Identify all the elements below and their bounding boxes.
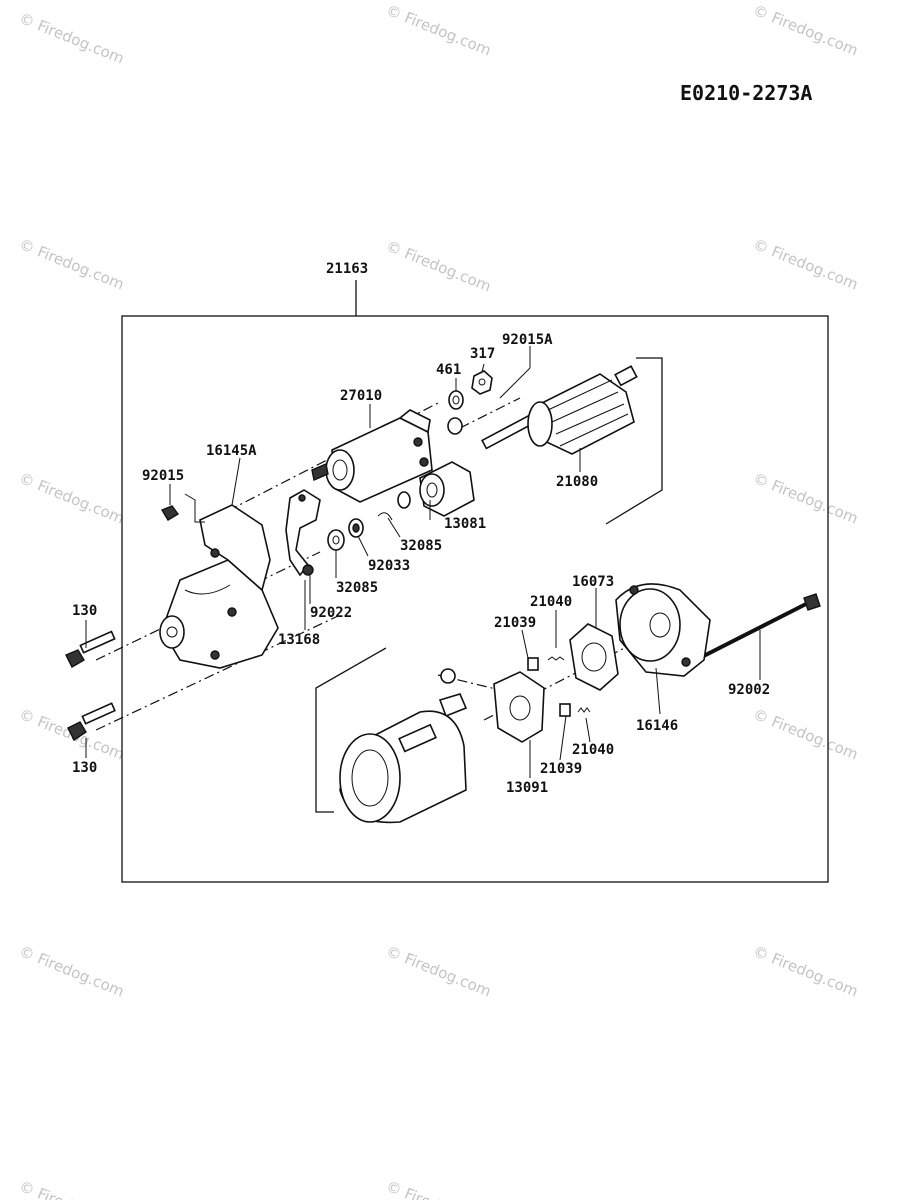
watermark-text: © Firedog.com [384, 1177, 494, 1200]
part-label: 13168 [278, 632, 320, 648]
part-label: 92002 [728, 682, 770, 698]
nut-92015 [160, 505, 180, 521]
washer-hole [452, 395, 460, 405]
bolt-axis-lower [95, 615, 339, 731]
watermark-text: © Firedog.com [751, 1, 861, 59]
part-label: 13081 [444, 516, 486, 532]
nut-axis [459, 397, 521, 429]
yoke-bracket [315, 647, 387, 813]
watermark-text: © Firedog.com [384, 1, 494, 59]
drawing-code: E0210-2273A [680, 81, 812, 105]
nut-317 [471, 370, 493, 395]
leader-lines [85, 346, 761, 778]
armature-bracket [605, 357, 663, 525]
watermark-text: © Firedog.com [17, 235, 127, 293]
washer-lower [447, 417, 463, 435]
brush-plate [569, 623, 619, 691]
brush-lower [559, 703, 571, 717]
washer-32085 [327, 529, 345, 551]
part-label: 21080 [556, 474, 598, 490]
watermarks: © Firedog.com © Firedog.com © Firedog.co… [17, 1, 861, 1200]
nut-hole [478, 378, 486, 386]
washer-461 [448, 390, 464, 410]
solenoid-switch [311, 409, 433, 503]
brush-holder [493, 671, 545, 743]
part-label: 92033 [368, 558, 410, 574]
snap-ring [377, 512, 393, 521]
overrunning-clutch [419, 461, 475, 517]
part-label: 16073 [572, 574, 614, 590]
yoke-field-frame [339, 710, 467, 824]
part-label: 21039 [494, 615, 536, 631]
brush-spring-upper [547, 656, 565, 661]
part-label: 32085 [400, 538, 442, 554]
part-label: 13091 [506, 780, 548, 796]
part-label: 461 [436, 362, 461, 378]
watermark-text: © Firedog.com [17, 942, 127, 1000]
rear-bracket [615, 583, 711, 677]
watermark-text: © Firedog.com [17, 9, 127, 67]
part-label: 130 [72, 760, 97, 776]
bolt-upper [65, 630, 116, 668]
part-label: 27010 [340, 388, 382, 404]
watermark-text: © Firedog.com [384, 942, 494, 1000]
washer-hole [332, 535, 340, 545]
watermark-text: © Firedog.com [751, 705, 861, 763]
armature [481, 365, 638, 455]
watermark-text: © Firedog.com [17, 1177, 127, 1200]
terminal-lead [438, 668, 468, 718]
part-label: 317 [470, 346, 495, 362]
part-label: 16146 [636, 718, 678, 734]
part-label: 92015A [502, 332, 553, 348]
watermark-text: © Firedog.com [751, 235, 861, 293]
part-label: 21040 [530, 594, 572, 610]
part-label: 32085 [336, 580, 378, 596]
shift-lever [285, 489, 321, 577]
part-label: 21163 [326, 261, 368, 277]
watermark-text: © Firedog.com [751, 469, 861, 527]
part-labels: 21163 92015A 317 461 27010 16145A 92015 … [72, 261, 770, 796]
part-label: 92015 [142, 468, 184, 484]
assembly-frame [121, 315, 829, 883]
bolt-lower [67, 702, 116, 742]
brush-upper [527, 657, 539, 671]
watermark-text: © Firedog.com [17, 469, 127, 527]
washer-hole [352, 523, 360, 533]
part-label: 16145A [206, 443, 257, 459]
part-label: 92022 [310, 605, 352, 621]
part-label: 21040 [572, 742, 614, 758]
brush-spring-lower [577, 707, 591, 713]
washer-32085 [397, 491, 411, 509]
watermark-text: © Firedog.com [751, 942, 861, 1000]
front-housing [159, 504, 279, 669]
part-label: 130 [72, 603, 97, 619]
watermark-text: © Firedog.com [384, 237, 494, 295]
part-label: 21039 [540, 761, 582, 777]
